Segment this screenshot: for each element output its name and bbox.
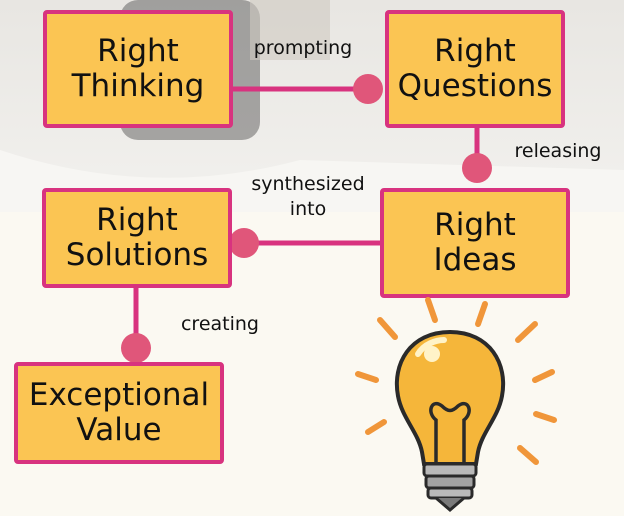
node-line: Exceptional: [28, 377, 210, 414]
connector-dot: [462, 153, 492, 183]
node-right-solutions: Right Solutions: [42, 188, 232, 288]
connector-dot: [121, 333, 151, 363]
node-right-questions: Right Questions: [385, 10, 565, 128]
node-right-ideas: Right Ideas: [380, 188, 570, 298]
node-line: Value: [76, 412, 162, 448]
edge-label-releasing: releasing: [514, 140, 602, 162]
node-line: Right: [96, 202, 178, 239]
node-line: Right: [434, 207, 516, 244]
node-right-thinking: Right Thinking: [43, 10, 233, 128]
node-exceptional-value: Exceptional Value: [14, 362, 224, 464]
edge-label-creating: creating: [180, 313, 259, 335]
connector-dot: [353, 74, 383, 104]
edge-label-into: into: [289, 198, 327, 220]
node-line: Right: [97, 33, 179, 70]
connector-dot: [229, 228, 259, 258]
node-line: Thinking: [71, 68, 205, 104]
lightbulb-icon: [355, 297, 557, 512]
edge-label-synthesized: synthesized: [251, 173, 365, 195]
node-line: Questions: [397, 68, 553, 104]
node-line: Solutions: [65, 237, 209, 273]
edge-label-prompting: prompting: [253, 37, 353, 59]
node-line: Ideas: [433, 242, 517, 278]
node-line: Right: [434, 33, 516, 70]
